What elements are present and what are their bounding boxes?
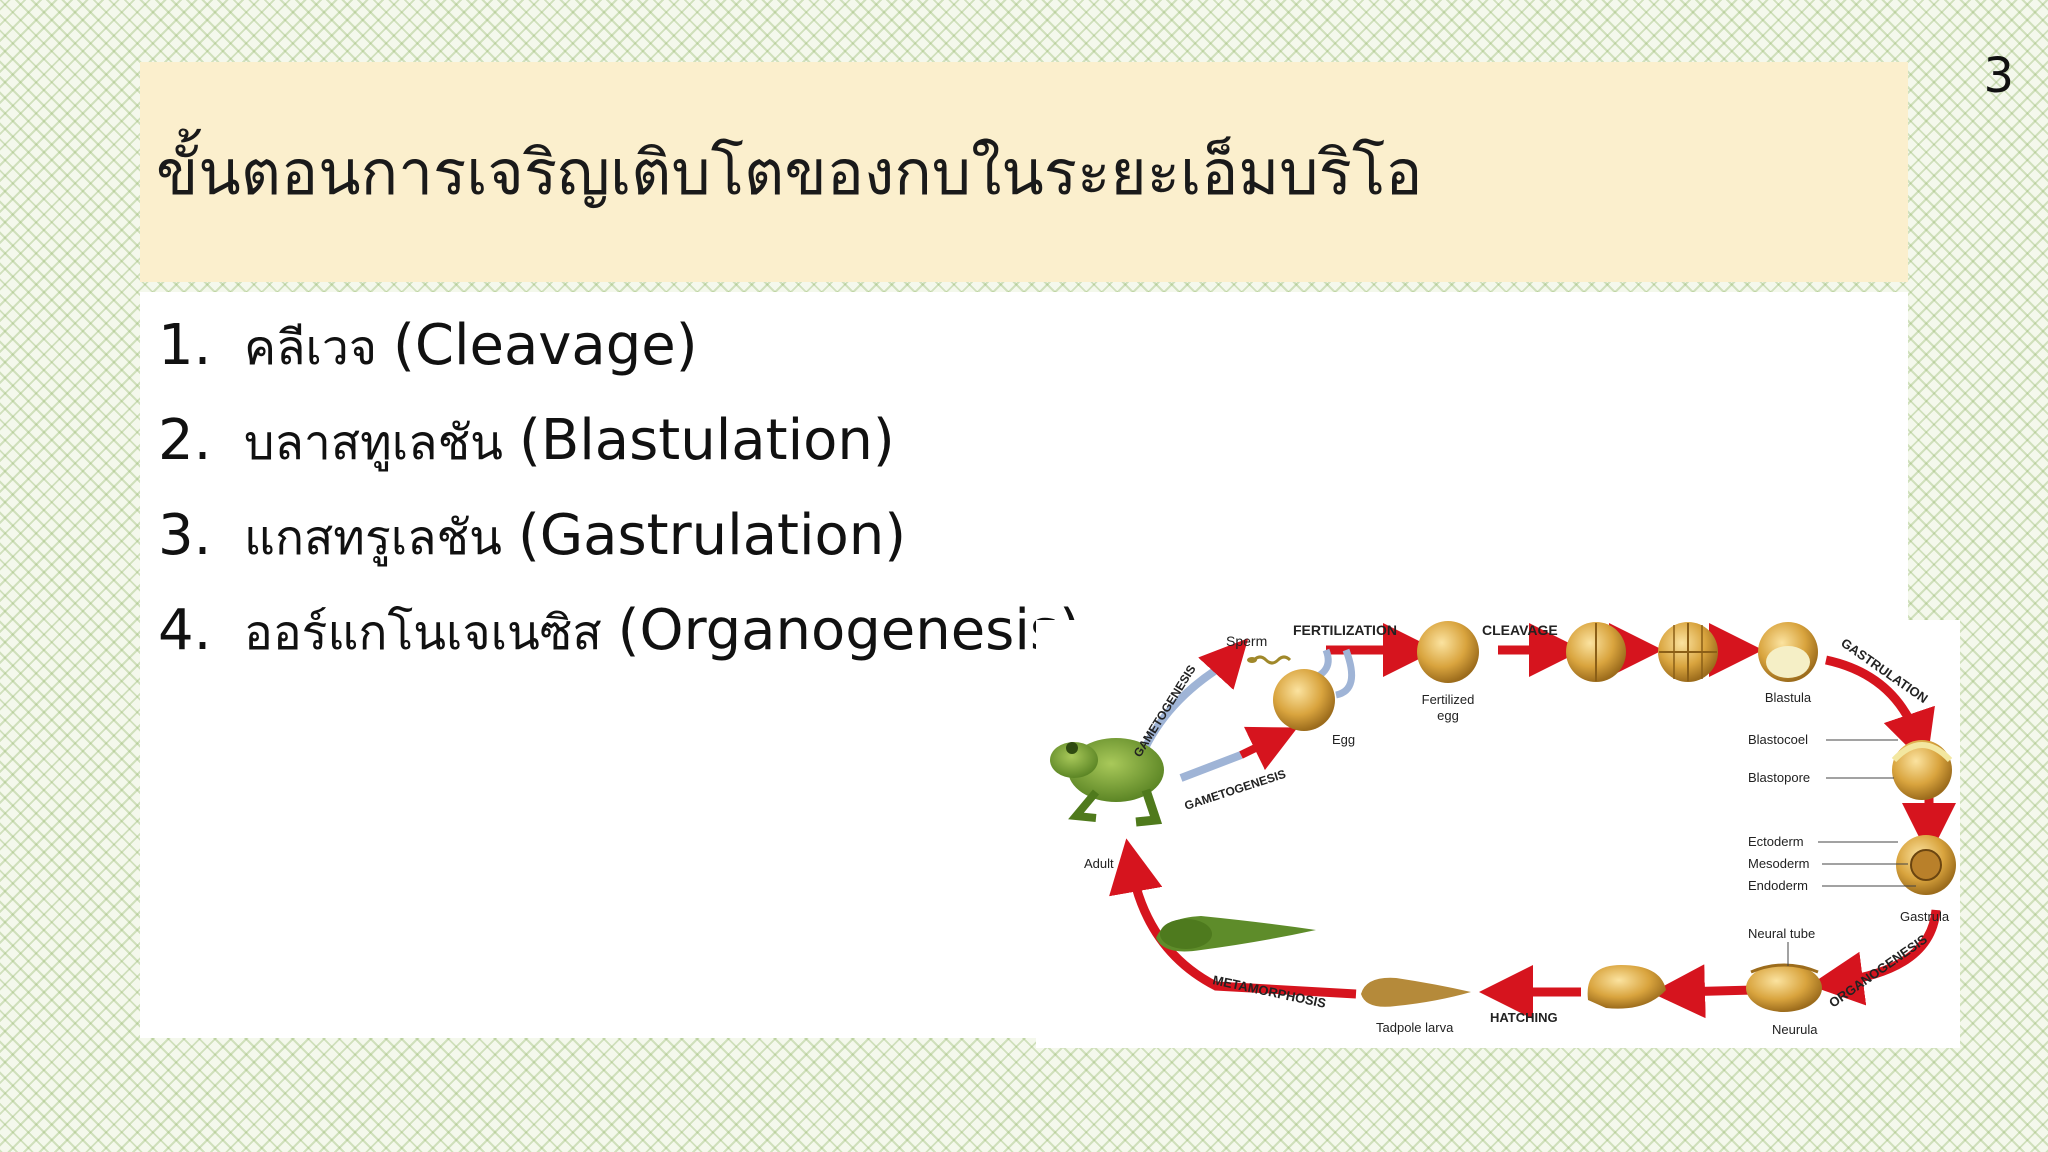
early-gastrula-icon [1892, 740, 1952, 800]
blastopore-label: Blastopore [1748, 770, 1810, 785]
organogenesis-arrow [1809, 909, 1941, 1006]
neurula-label: Neurula [1772, 1022, 1818, 1037]
egg-icon [1273, 669, 1335, 731]
stage-number: 1. [158, 313, 212, 378]
fertilized-egg-icon [1417, 621, 1479, 683]
stage-thai-name: แกสทรูเลชัน [244, 510, 502, 566]
stage-thai-name: ออร์แกโนเจเนซิส [244, 605, 602, 661]
fertilized-egg-label-2: egg [1437, 708, 1459, 723]
stage-english-name: (Cleavage) [393, 313, 698, 378]
blastula-label: Blastula [1765, 690, 1812, 705]
tadpole-larva-label: Tadpole larva [1376, 1020, 1454, 1035]
stage-item: 3. แกสทรูเลชัน (Gastrulation) [158, 500, 1081, 595]
stage-item: 1. คลีเวจ (Cleavage) [158, 310, 1081, 405]
sperm-icon [1252, 655, 1292, 665]
hatching-embryo-icon [1587, 965, 1666, 1009]
cleavage-label: CLEAVAGE [1482, 622, 1558, 638]
hatching-label: HATCHING [1490, 1010, 1558, 1025]
gametogenesis-arrow-bottom [1179, 751, 1243, 782]
fertilization-label: FERTILIZATION [1293, 622, 1397, 638]
blastocoel-label: Blastocoel [1748, 732, 1808, 747]
neural-tube-label: Neural tube [1748, 926, 1815, 941]
endoderm-label: Endoderm [1748, 878, 1808, 893]
gastrula-label: Gastrula [1900, 909, 1950, 924]
fertilized-egg-label: Fertilized [1422, 692, 1475, 707]
stage-item: 2. บลาสทูเลชัน (Blastulation) [158, 405, 1081, 500]
gastrulation-arrow [1825, 655, 1935, 766]
sperm-label: Sperm [1226, 633, 1267, 649]
frog-life-cycle-diagram: Sperm FERTILIZATION CLEAVAGE Fertilized … [1036, 620, 1960, 1048]
adult-label: Adult [1084, 856, 1114, 871]
tadpole-larva-icon [1361, 977, 1471, 1007]
stage-number: 2. [158, 408, 212, 473]
slide-number: 3 [1983, 48, 2014, 104]
title-band: ขั้นตอนการเจริญเติบโตของกบในระยะเอ็มบริโ… [140, 62, 1908, 282]
neurula-icon [1746, 964, 1822, 1012]
stage-english-name: (Gastrulation) [517, 503, 907, 568]
stage-thai-name: บลาสทูเลชัน [244, 415, 503, 471]
stage-number: 3. [158, 503, 212, 568]
organogenesis-label: ORGANOGENESIS [1826, 931, 1930, 1010]
stage-english-name: (Blastulation) [518, 408, 895, 473]
life-cycle-svg: Sperm FERTILIZATION CLEAVAGE Fertilized … [1050, 621, 1956, 1037]
egg-label: Egg [1332, 732, 1355, 747]
neurula-arrow [1651, 964, 1755, 1019]
gametogenesis-top-label: GAMETOGENESIS [1131, 662, 1199, 759]
mesoderm-label: Mesoderm [1748, 856, 1809, 871]
stage-english-name: (Organogenesis) [617, 598, 1081, 663]
ectoderm-label: Ectoderm [1748, 834, 1804, 849]
metamorphosis-label: METAMORPHOSIS [1211, 972, 1327, 1011]
stage-number: 4. [158, 598, 212, 663]
stage-list: 1. คลีเวจ (Cleavage) 2. บลาสทูเลชัน (Bla… [158, 310, 1081, 690]
stage-thai-name: คลีเวจ [244, 320, 378, 376]
slide-title: ขั้นตอนการเจริญเติบโตของกบในระยะเอ็มบริโ… [156, 136, 1423, 209]
stage-item: 4. ออร์แกโนเจเนซิส (Organogenesis) [158, 595, 1081, 690]
adult-frog-icon [1050, 738, 1164, 827]
